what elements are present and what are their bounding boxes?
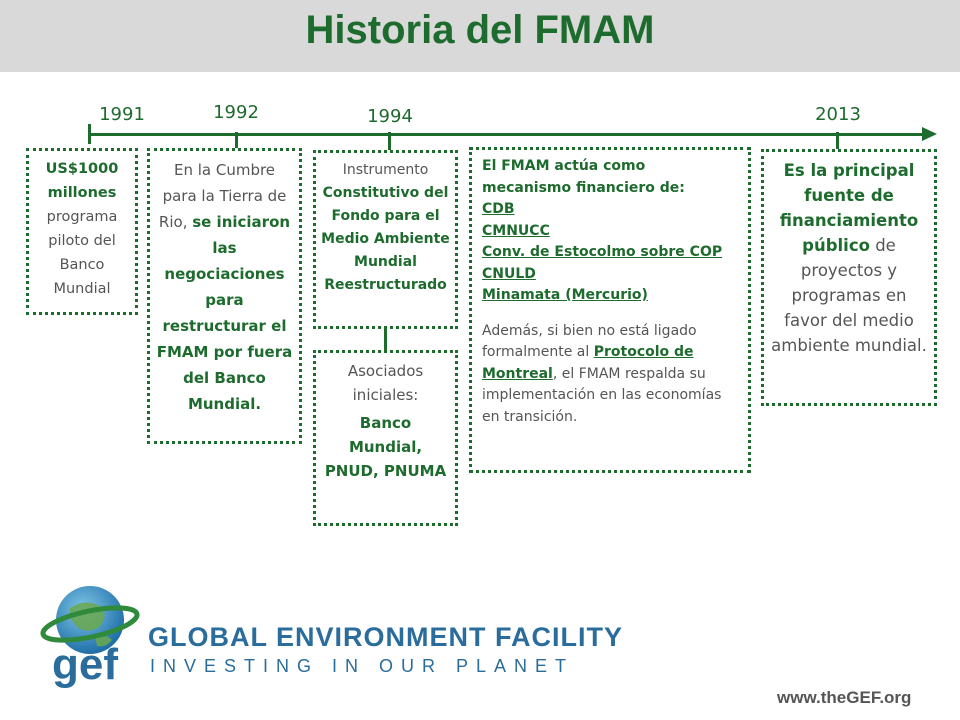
timeline-axis bbox=[88, 133, 924, 136]
box-connector bbox=[384, 329, 387, 369]
event-box-1992: En la Cumbre para la Tierra de Rio, se i… bbox=[147, 148, 302, 444]
montreal-text-end: , el FMAM respalda su implementación en … bbox=[482, 365, 722, 425]
year-1991: 1991 bbox=[99, 104, 145, 125]
event-box-1991: US$1000 millones programa piloto del Ban… bbox=[26, 148, 138, 315]
link-estocolmo[interactable]: Conv. de Estocolmo sobre COP bbox=[482, 244, 723, 260]
box-1991-text: programa piloto del Banco Mundial bbox=[46, 209, 118, 297]
link-montreal[interactable]: Protocolo de Montreal bbox=[482, 344, 694, 382]
partners-box: Asociados iniciales: Banco Mundial, PNUD… bbox=[313, 350, 458, 526]
partners-label: Asociados iniciales: bbox=[347, 362, 424, 404]
mechanism-heading: El FMAM actúa como mecanismo financiero … bbox=[482, 156, 738, 199]
montreal-text-start: Además, si bien no está ligado formalmen… bbox=[482, 322, 697, 361]
link-cmnucc[interactable]: CMNUCC bbox=[482, 222, 550, 239]
montreal-paragraph: Además, si bien no está ligado formalmen… bbox=[482, 321, 738, 429]
tick-2013 bbox=[836, 132, 839, 150]
box-1994-highlight: Constitutivo del Fondo para el Medio Amb… bbox=[321, 185, 450, 293]
timeline-arrow-icon bbox=[922, 127, 937, 141]
box-2013-highlight: Es la principal fuente de financiamiento… bbox=[779, 161, 919, 255]
year-1992: 1992 bbox=[213, 102, 259, 123]
box-1992-highlight: se iniciaron las negociaciones para rest… bbox=[156, 213, 293, 413]
tick-1992 bbox=[235, 132, 238, 150]
box-2013-text: de proyectos y programas en favor del me… bbox=[771, 236, 927, 355]
year-1994: 1994 bbox=[367, 106, 413, 127]
financial-mechanism-box: El FMAM actúa como mecanismo financiero … bbox=[469, 147, 751, 473]
gef-logo-text: gef bbox=[52, 640, 118, 689]
partners-list: Banco Mundial, PNUD, PNUMA bbox=[324, 414, 447, 480]
organization-name: GLOBAL ENVIRONMENT FACILITY bbox=[148, 622, 624, 652]
year-2013: 2013 bbox=[815, 104, 861, 125]
tick-1991 bbox=[88, 124, 91, 144]
mechanism-heading-bold: El FMAM bbox=[482, 158, 550, 174]
event-box-1994: Instrumento Constitutivo del Fondo para … bbox=[313, 150, 458, 329]
link-cnuld[interactable]: CNULD bbox=[482, 265, 536, 282]
tick-1994 bbox=[388, 132, 391, 150]
page-title: Historia del FMAM bbox=[305, 8, 655, 52]
globe-icon bbox=[40, 586, 140, 654]
gef-logo: gef bbox=[40, 578, 150, 698]
event-box-2013: Es la principal fuente de financiamiento… bbox=[761, 149, 937, 406]
link-minamata[interactable]: Minamata (Mercurio) bbox=[482, 287, 648, 303]
box-1992-text: En la Cumbre para la Tierra de Rio, bbox=[158, 161, 287, 231]
box-1991-highlight: US$1000 millones bbox=[45, 161, 119, 201]
box-1994-text: Instrumento bbox=[342, 162, 429, 178]
organization-tagline: INVESTING IN OUR PLANET bbox=[150, 656, 575, 676]
website-link[interactable]: www.theGEF.org bbox=[777, 688, 912, 707]
title-bar bbox=[0, 0, 960, 72]
mechanism-heading-text: actúa como mecanismo financiero de: bbox=[482, 158, 685, 196]
link-cdb[interactable]: CDB bbox=[482, 201, 515, 217]
